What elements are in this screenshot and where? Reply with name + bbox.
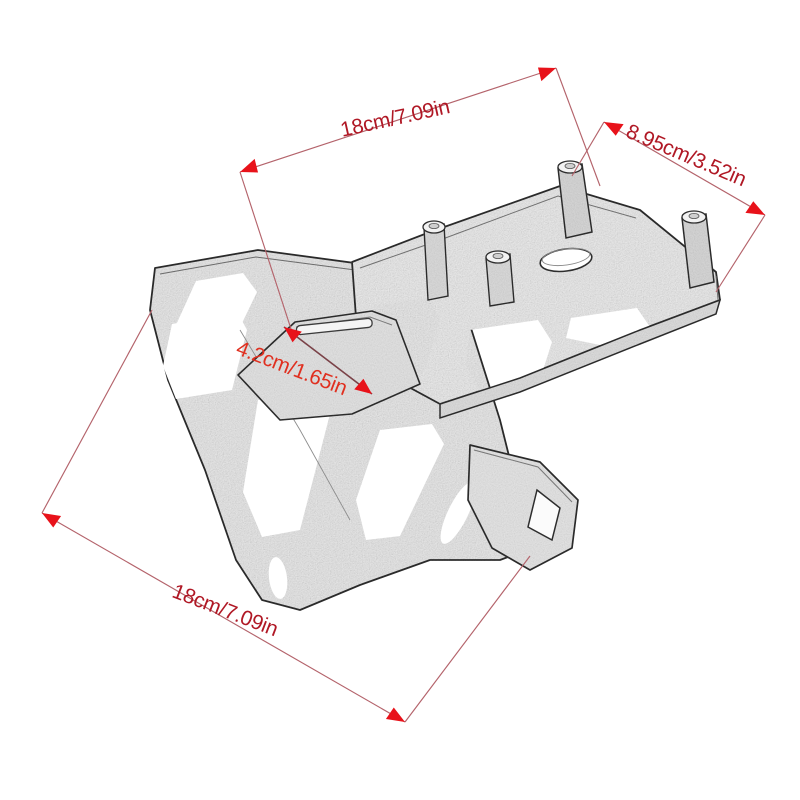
dim-line-bottom-left — [41, 512, 406, 723]
dimension-arrowheads — [42, 67, 765, 722]
ext-line-top-left — [239, 171, 293, 333]
bracket-right-arm — [467, 444, 579, 571]
arrow-center-right — [354, 378, 372, 394]
arrow-bl-left — [42, 513, 62, 528]
oval-hole-top-plate — [539, 247, 593, 273]
bracket-plate-edge — [439, 298, 722, 420]
ext-line-ur-start — [571, 121, 605, 177]
arrow-top-left — [240, 158, 259, 173]
ext-line-top-right — [555, 67, 601, 187]
dimension-lines — [41, 67, 766, 723]
dim-line-upper-right — [603, 121, 766, 216]
post-mid-short — [485, 250, 515, 307]
ext-line-bl-end — [404, 555, 531, 723]
dim-line-center-tab — [283, 326, 373, 395]
arrow-top-right — [537, 67, 556, 82]
dim-line-top-width — [239, 67, 557, 173]
post-left-short — [422, 220, 449, 301]
bracket-center-tab — [237, 310, 421, 421]
ext-line-bl-start — [41, 309, 153, 514]
arrow-center-left — [284, 327, 302, 343]
arrow-ur-right — [745, 201, 765, 215]
arrow-bl-right — [385, 707, 405, 722]
ext-line-ur-end — [715, 214, 766, 293]
arrow-ur-left — [604, 122, 624, 136]
post-right-tall — [681, 210, 715, 289]
